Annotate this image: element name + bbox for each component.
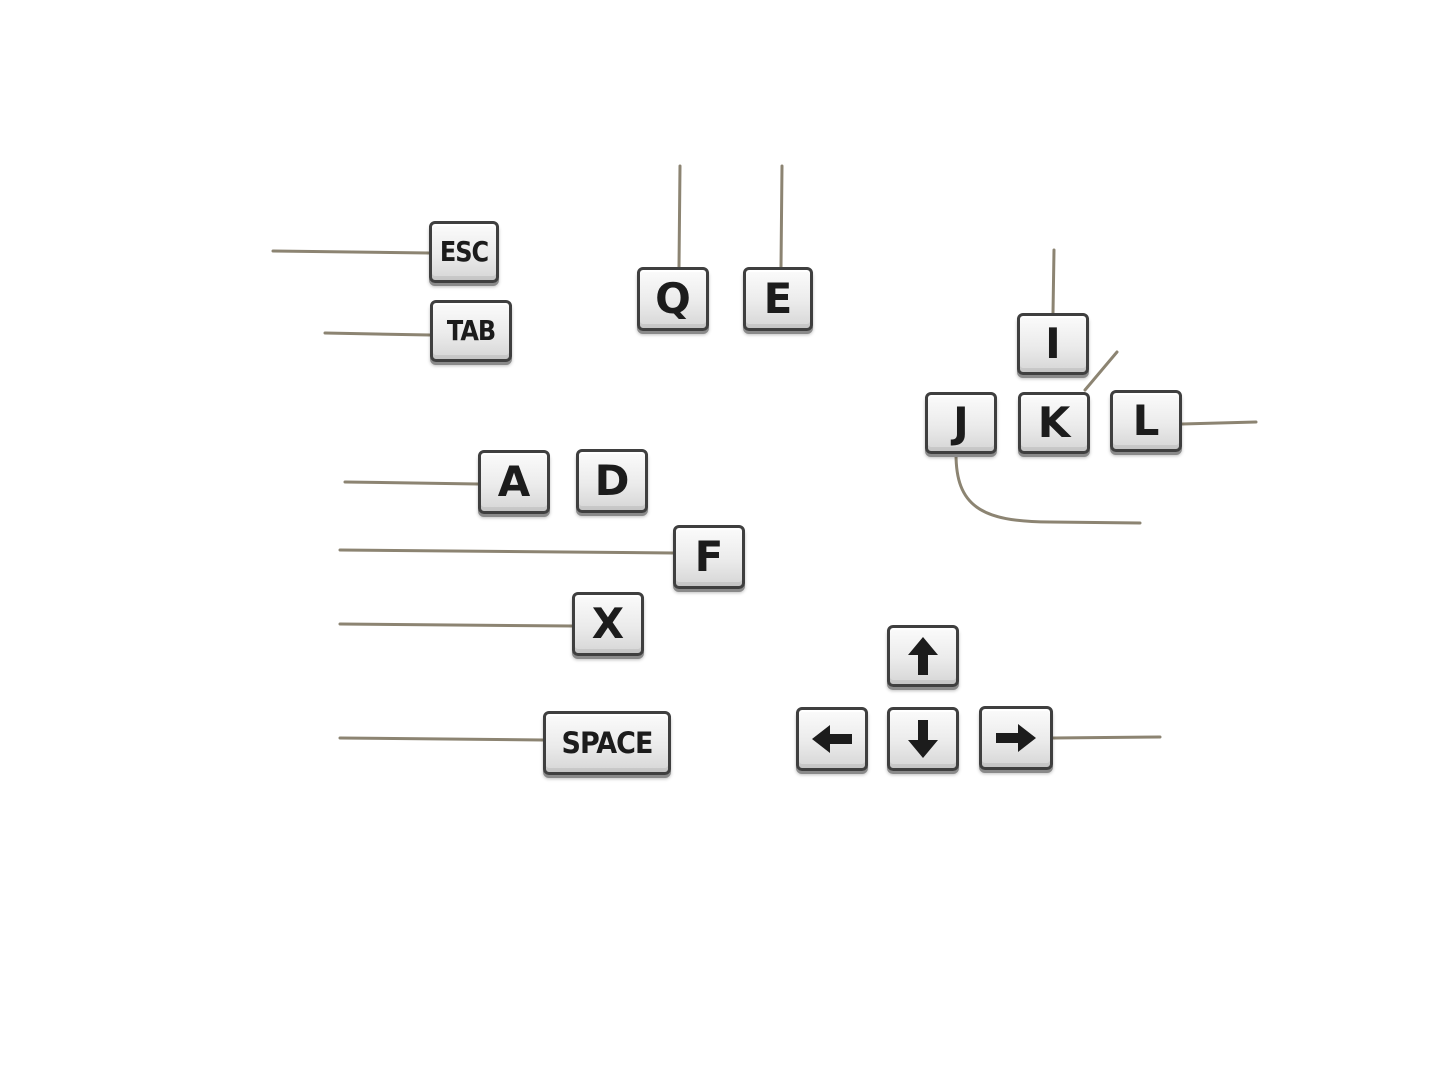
l-key-label: L: [1132, 396, 1160, 445]
i-key-label: I: [1045, 319, 1061, 368]
tab-leader-line: [323, 331, 432, 337]
q-key-label: Q: [655, 274, 691, 323]
j-leader-line: [954, 452, 1142, 525]
k-key[interactable]: K: [1018, 392, 1090, 454]
space-key[interactable]: SPACE: [543, 711, 671, 775]
down-arrow-key[interactable]: [887, 707, 959, 771]
a-leader-line: [343, 480, 480, 486]
q-key[interactable]: Q: [637, 267, 709, 331]
l-key[interactable]: L: [1110, 390, 1182, 452]
right-leader-line: [1051, 735, 1162, 740]
e-key[interactable]: E: [743, 267, 813, 331]
arrow-down-icon: [908, 720, 938, 758]
i-leader-line: [1051, 248, 1056, 315]
x-key-label: X: [591, 599, 625, 648]
i-key[interactable]: I: [1017, 313, 1089, 375]
arrow-right-icon: [996, 724, 1036, 752]
x-key[interactable]: X: [572, 592, 644, 656]
up-arrow-key[interactable]: [887, 625, 959, 687]
esc-key-label: ESC: [439, 235, 489, 269]
tab-key-label: TAB: [446, 314, 496, 348]
f-leader-line: [338, 548, 675, 555]
j-key-label: J: [953, 398, 969, 447]
right-arrow-key[interactable]: [979, 706, 1053, 770]
f-key-label: F: [694, 532, 724, 581]
f-key[interactable]: F: [673, 525, 745, 589]
esc-key[interactable]: ESC: [429, 221, 499, 283]
d-key[interactable]: D: [576, 449, 648, 513]
arrow-up-icon: [908, 637, 938, 675]
d-key-label: D: [594, 456, 630, 505]
x-leader-line: [338, 622, 574, 628]
k-key-label: K: [1037, 398, 1071, 447]
k-leader-line: [1083, 350, 1119, 392]
left-arrow-key[interactable]: [796, 707, 868, 771]
a-key-label: A: [497, 457, 531, 506]
q-leader-line: [677, 164, 682, 269]
esc-leader-line: [271, 249, 431, 255]
arrow-left-icon: [812, 725, 852, 753]
e-leader-line: [779, 164, 784, 269]
tab-key[interactable]: TAB: [430, 300, 512, 362]
l-leader-line: [1180, 420, 1258, 426]
j-key[interactable]: J: [925, 392, 997, 454]
space-leader-line: [338, 736, 545, 742]
space-key-label: SPACE: [561, 725, 654, 761]
e-key-label: E: [763, 274, 793, 323]
a-key[interactable]: A: [478, 450, 550, 514]
